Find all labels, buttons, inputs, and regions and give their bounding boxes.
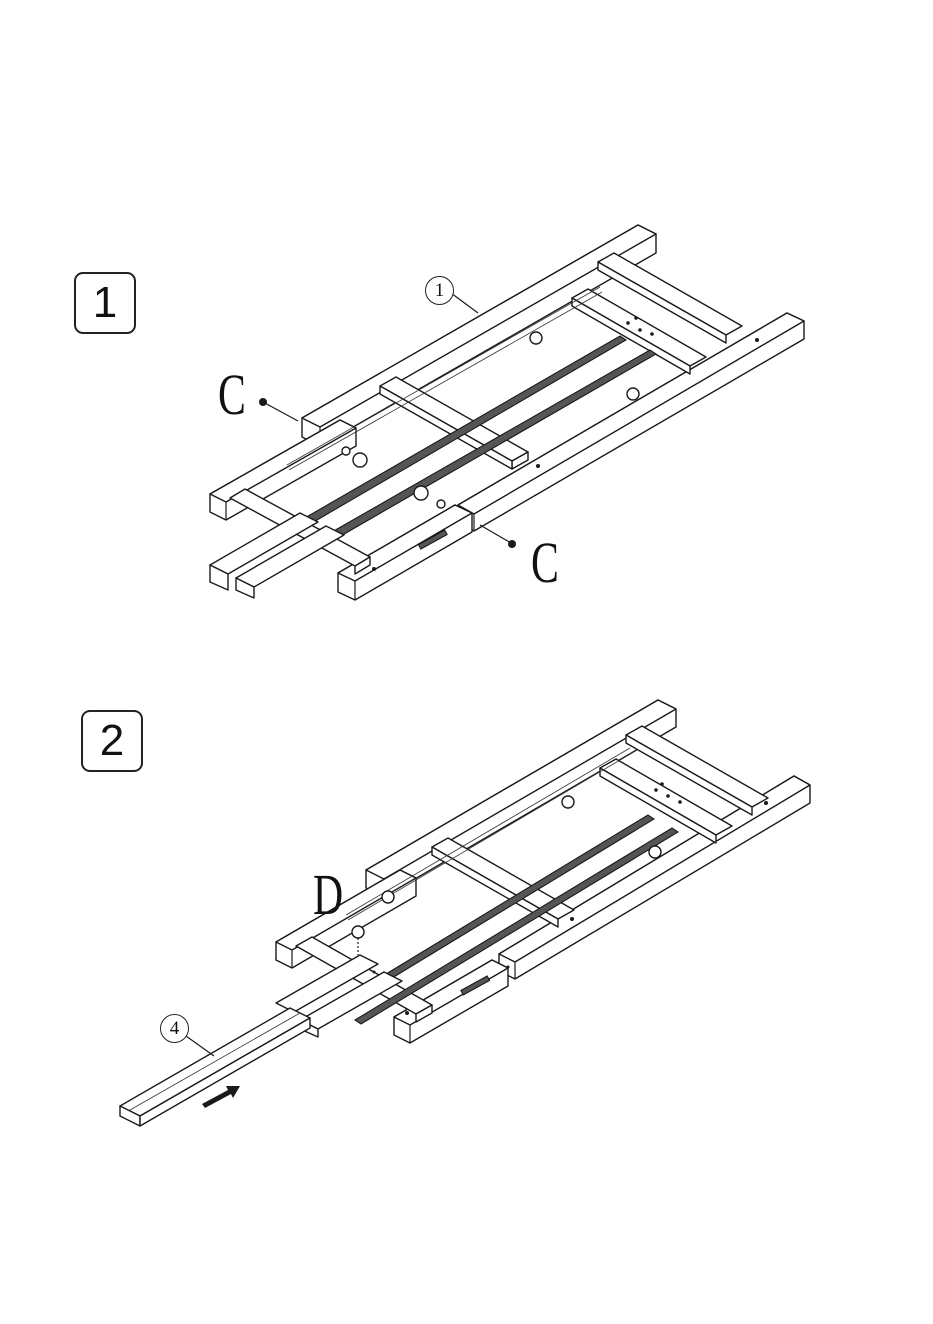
part-4-callout: 4 xyxy=(160,1014,189,1043)
part-4-bar xyxy=(120,1008,310,1126)
insert-direction-arrow-icon xyxy=(202,1086,240,1108)
part-4-leader xyxy=(186,1036,214,1056)
frame-crossbar-center xyxy=(432,838,574,927)
fastener-d-label: D xyxy=(313,866,343,924)
frame-back-rail xyxy=(366,700,676,897)
